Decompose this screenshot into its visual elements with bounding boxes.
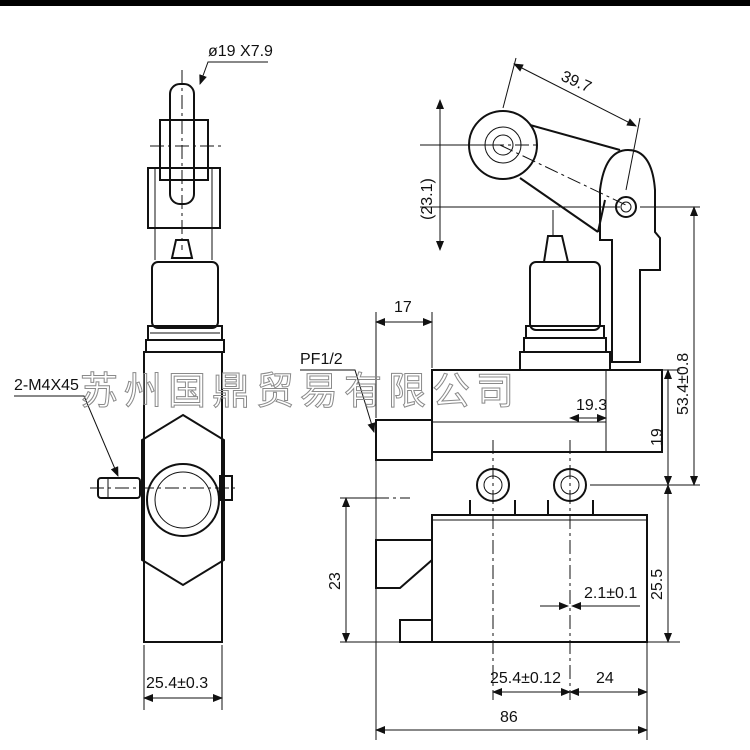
dim-total-height: 53.4±0.8 (675, 353, 692, 415)
dim-plunger-offset: 19.3 (576, 397, 607, 414)
dim-width-left: 25.4±0.3 (146, 675, 208, 692)
dim-arm: 39.7 (558, 68, 593, 96)
dim-body-lower: 25.5 (649, 569, 666, 600)
dim-arm-height: (23.1) (419, 178, 436, 220)
dim-body-top: 19 (649, 428, 666, 446)
watermark: 苏州国鼎贸易有限公司 (80, 369, 520, 413)
conduit-boss (375, 419, 433, 461)
front-dimensions (300, 57, 700, 740)
dim-mount-height: 23 (327, 572, 344, 590)
dim-hole-pitch: 25.4±0.12 (490, 670, 561, 687)
hex-nut (141, 413, 225, 587)
dim-hole-edge: 24 (596, 670, 614, 687)
front-head (529, 261, 601, 331)
dim-hole-dia: 2.1±0.1 (584, 585, 637, 602)
dim-roller: ø19 X7.9 (208, 43, 273, 60)
side-head (151, 261, 219, 329)
top-bar (0, 0, 750, 6)
dim-conduit: 17 (394, 299, 412, 316)
lower-body (431, 514, 648, 643)
upper-body (431, 369, 663, 453)
dim-thread: PF1/2 (300, 351, 343, 368)
side-view (14, 61, 268, 710)
front-view (350, 110, 700, 700)
pivot-hub (599, 148, 661, 363)
side-body (143, 351, 223, 643)
dim-total-length: 86 (500, 709, 518, 726)
dim-bolt: 2-M4X45 (14, 377, 79, 394)
mount-flange (375, 539, 433, 589)
